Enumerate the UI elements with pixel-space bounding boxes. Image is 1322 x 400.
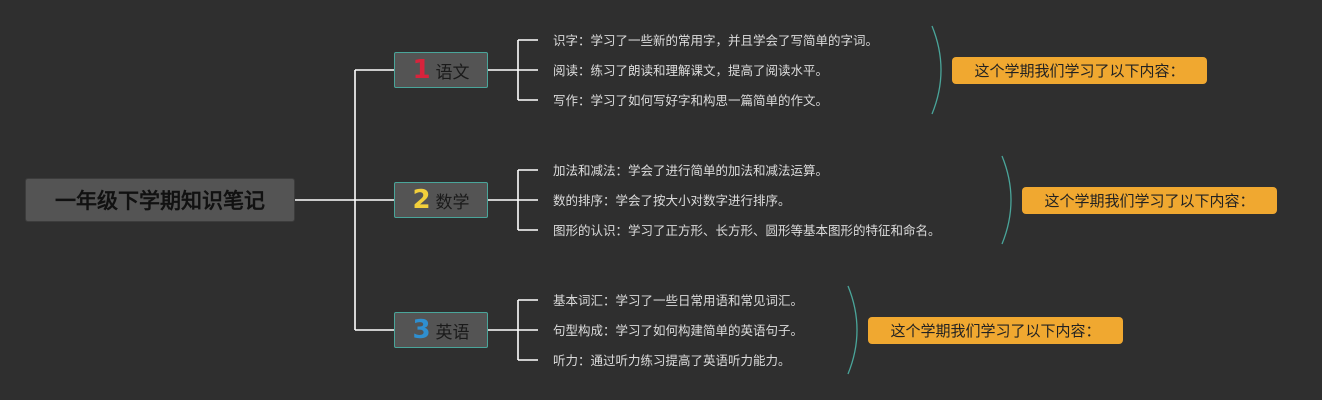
subject-name: 语文 <box>435 62 470 83</box>
subject-name: 数学 <box>435 192 470 213</box>
summary-label[interactable]: 这个学期我们学习了以下内容： <box>1022 187 1277 214</box>
summary-text: 这个学期我们学习了以下内容： <box>974 62 1185 80</box>
subject-english[interactable]: 3 英语 <box>394 312 488 348</box>
root-topic[interactable]: 一年级下学期知识笔记 <box>25 178 295 222</box>
detail-item[interactable]: 基本词汇：学习了一些日常用语和常见词汇。 <box>553 293 804 308</box>
summary-label[interactable]: 这个学期我们学习了以下内容： <box>868 317 1123 344</box>
summary-text: 这个学期我们学习了以下内容： <box>1044 192 1255 210</box>
summary-bracket <box>931 25 942 115</box>
detail-item[interactable]: 图形的认识：学习了正方形、长方形、圆形等基本图形的特征和命名。 <box>553 223 941 238</box>
summary-text: 这个学期我们学习了以下内容： <box>890 322 1101 340</box>
summary-label[interactable]: 这个学期我们学习了以下内容： <box>952 57 1207 84</box>
detail-item[interactable]: 句型构成：学习了如何构建简单的英语句子。 <box>553 323 804 338</box>
detail-item[interactable]: 加法和减法：学会了进行简单的加法和减法运算。 <box>553 163 829 178</box>
detail-item[interactable]: 数的排序：学会了按大小对数字进行排序。 <box>553 193 791 208</box>
subject-chinese[interactable]: 1 语文 <box>394 52 488 88</box>
summary-bracket <box>847 285 858 375</box>
root-title: 一年级下学期知识笔记 <box>55 189 265 213</box>
detail-item[interactable]: 写作：学习了如何写好字和构思一篇简单的作文。 <box>553 93 829 108</box>
subject-math[interactable]: 2 数学 <box>394 182 488 218</box>
detail-item[interactable]: 阅读：练习了朗读和理解课文，提高了阅读水平。 <box>553 63 829 78</box>
number-icon-3: 3 <box>412 315 431 345</box>
number-icon-1: 1 <box>412 55 431 85</box>
detail-item[interactable]: 识字：学习了一些新的常用字，并且学会了写简单的字词。 <box>553 33 879 48</box>
detail-item[interactable]: 听力：通过听力练习提高了英语听力能力。 <box>553 353 791 368</box>
subject-name: 英语 <box>435 322 470 343</box>
summary-bracket <box>1001 155 1012 245</box>
number-icon-2: 2 <box>412 185 431 215</box>
